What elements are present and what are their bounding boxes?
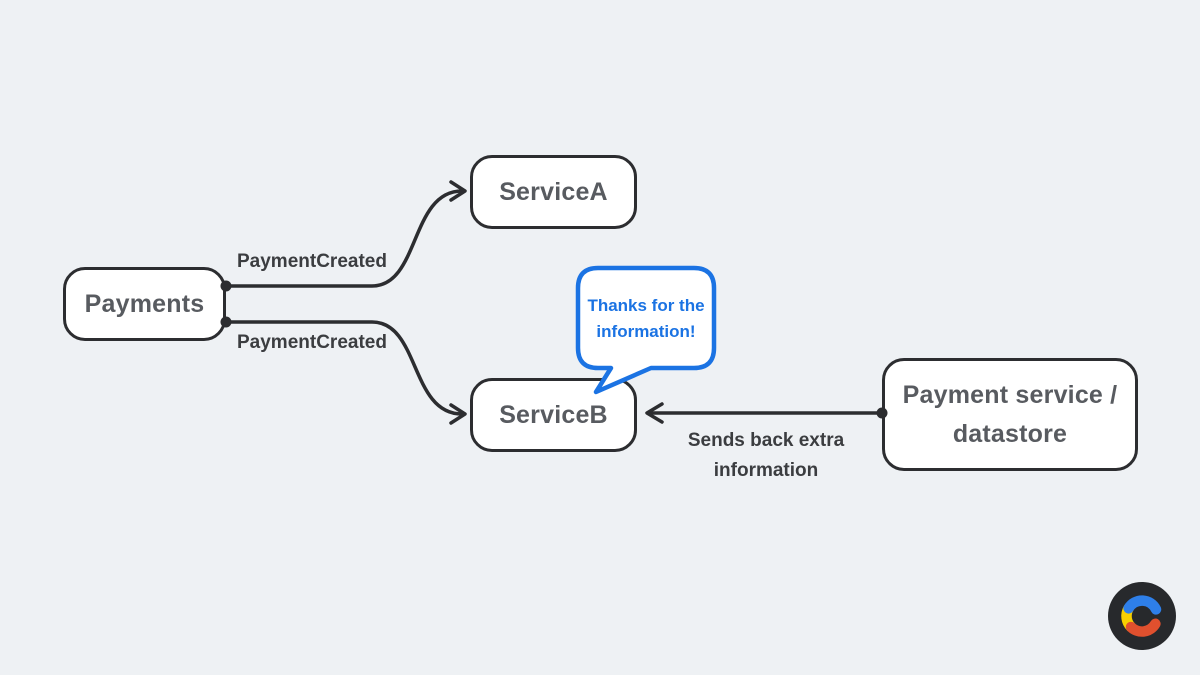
node-payment-service-datastore-label: Payment service / datastore — [902, 380, 1118, 448]
logo-background-circle — [1108, 582, 1176, 650]
edge-payments-to-servicea-arrowhead-icon — [449, 180, 467, 202]
edge-datastore-to-serviceb-arrowhead-icon — [645, 402, 664, 424]
edge-label-payment-created-bottom: PaymentCreated — [237, 332, 387, 353]
edge-label-sends-back-extra-information: Sends back extra information — [687, 430, 845, 481]
edge-label-payment-created-top: PaymentCreated — [237, 251, 387, 272]
logo-arc-blue — [1123, 595, 1162, 615]
logo-arc-red — [1125, 618, 1161, 637]
node-service-a[interactable]: ServiceA — [470, 155, 637, 229]
speech-bubble-text: Thanks for the information! — [587, 296, 705, 341]
node-service-a-label: ServiceA — [499, 177, 608, 206]
node-service-b-label: ServiceB — [499, 400, 608, 429]
codeopinion-c-logo-icon[interactable] — [1108, 582, 1176, 650]
node-service-b[interactable]: ServiceB — [470, 378, 637, 452]
node-payment-service-datastore[interactable]: Payment service / datastore — [882, 358, 1138, 471]
node-payments[interactable]: Payments — [63, 267, 226, 341]
node-payments-label: Payments — [84, 289, 205, 318]
edge-payments-to-serviceb-arrowhead-icon — [449, 403, 467, 425]
